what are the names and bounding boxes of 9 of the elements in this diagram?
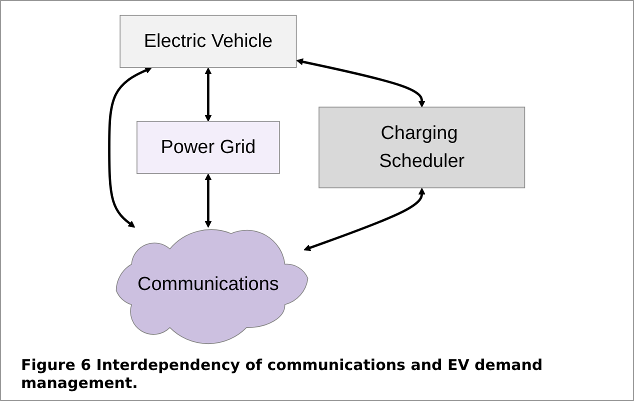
arrow <box>204 68 212 122</box>
figure-caption: Figure 6 Interdependency of communications and EV demand management. <box>21 356 544 392</box>
arrow <box>296 58 426 108</box>
arrow <box>304 188 426 252</box>
node-box: Power Grid <box>136 120 280 174</box>
arrow <box>108 67 152 228</box>
node-box: Charging Scheduler <box>318 106 526 188</box>
node-box: Electric Vehicle <box>120 14 297 68</box>
arrow <box>204 174 212 228</box>
